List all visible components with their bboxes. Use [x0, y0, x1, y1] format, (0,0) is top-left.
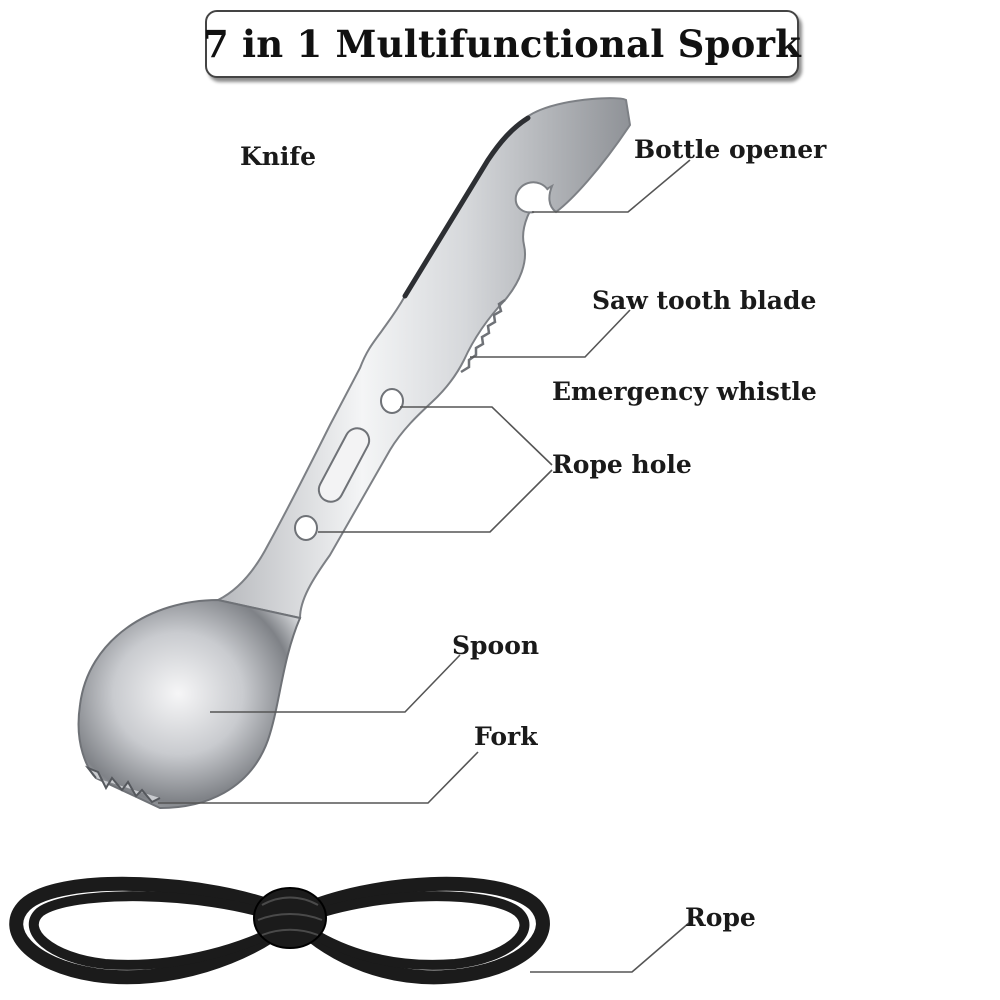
- spork-handle: [215, 97, 632, 620]
- rope-knot-texture: [257, 896, 323, 936]
- spoon-bowl: [77, 598, 302, 810]
- leader-bottle-opener: [532, 159, 691, 213]
- rope-hole: [294, 515, 318, 541]
- leader-rope: [530, 921, 691, 973]
- label-knife: Knife: [240, 142, 317, 171]
- handle-slot: [317, 427, 371, 503]
- whistle-hole: [380, 388, 404, 414]
- rope-loop-left: [9, 876, 292, 985]
- leader-spoon: [210, 654, 461, 713]
- leader-lines: [158, 159, 691, 973]
- leader-whistle: [400, 406, 553, 466]
- page-title: 7 in 1 Multifunctional Spork: [202, 22, 802, 66]
- label-bottle-opener: Bottle opener: [634, 135, 827, 164]
- rope-loop-right: [293, 876, 550, 985]
- rope-loop-right-inner: [300, 891, 530, 970]
- saw-teeth: [460, 298, 506, 374]
- label-fork: Fork: [474, 722, 538, 751]
- label-rope: Rope: [685, 903, 756, 932]
- leader-saw-tooth: [470, 309, 631, 358]
- rope-loop-left-inner: [28, 891, 285, 970]
- label-rope-hole: Rope hole: [552, 450, 692, 479]
- title-box: 7 in 1 Multifunctional Spork: [202, 10, 802, 78]
- rope-coil: [9, 876, 550, 985]
- label-emergency-whistle: Emergency whistle: [552, 377, 817, 406]
- rope-knot: [253, 887, 327, 949]
- fork-tines: [84, 765, 161, 804]
- leader-fork: [158, 751, 479, 804]
- label-saw-tooth-blade: Saw tooth blade: [592, 286, 817, 315]
- leader-rope-hole: [318, 469, 553, 533]
- bottle-opener-notch: [514, 181, 549, 214]
- label-spoon: Spoon: [452, 631, 540, 660]
- knife-edge: [402, 115, 531, 299]
